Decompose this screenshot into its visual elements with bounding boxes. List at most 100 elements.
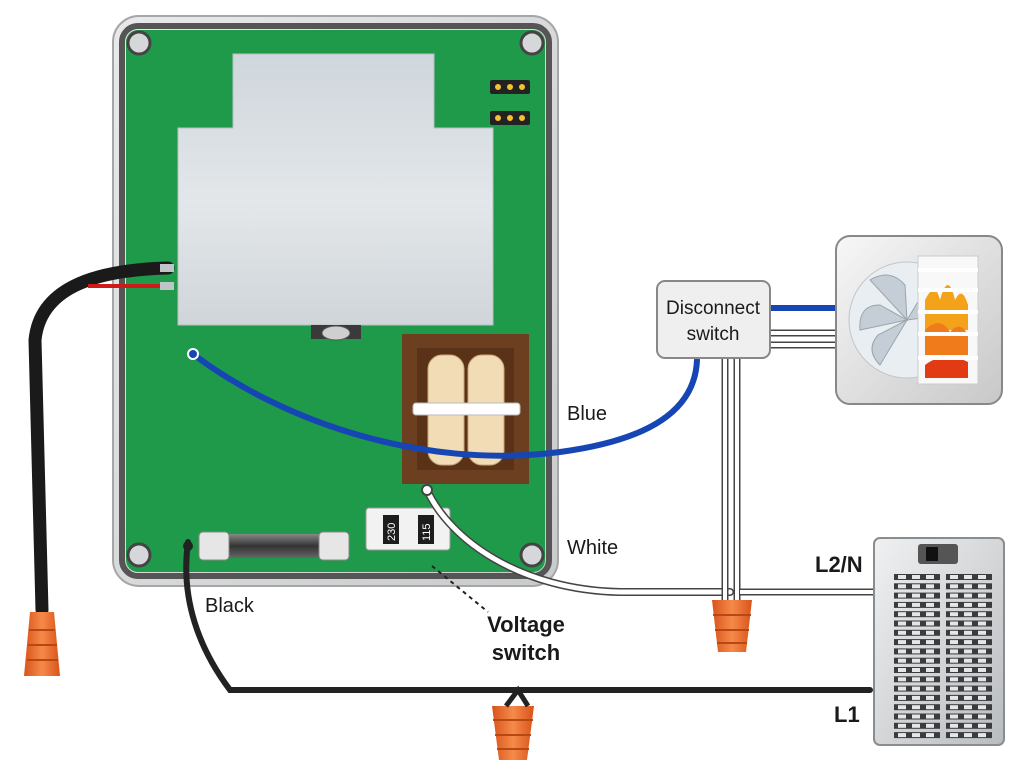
breaker-toggle	[912, 584, 920, 589]
trimmer-icon	[311, 325, 361, 341]
breaker-toggle	[964, 686, 972, 691]
breaker-toggle	[912, 714, 920, 719]
breaker-toggle	[978, 695, 986, 700]
breaker-panel-icon	[873, 537, 1005, 746]
breaker-toggle	[964, 723, 972, 728]
breaker-toggle	[950, 630, 958, 635]
breaker-toggle	[950, 714, 958, 719]
black-label: Black	[205, 595, 255, 617]
breaker-toggle	[964, 640, 972, 645]
breaker-toggle	[912, 733, 920, 738]
header-pins-icon	[490, 80, 530, 125]
breaker-toggle	[912, 602, 920, 607]
breaker-toggle	[912, 695, 920, 700]
breaker-toggle	[950, 649, 958, 654]
l1-label: L1	[834, 702, 860, 727]
breaker-toggle	[926, 733, 934, 738]
breaker-toggle	[964, 621, 972, 626]
breaker-toggle	[964, 575, 972, 579]
breaker-toggle	[898, 658, 906, 663]
breaker-toggle	[898, 723, 906, 728]
voltage-selector[interactable]: 230 115	[365, 507, 451, 551]
breaker-toggle	[964, 649, 972, 654]
breaker-toggle	[926, 584, 934, 589]
l2n-label: L2/N	[815, 552, 863, 577]
breaker-toggle	[926, 621, 934, 626]
breaker-toggle	[926, 649, 934, 654]
breaker-toggle	[978, 677, 986, 682]
breaker-toggle	[926, 593, 934, 598]
breaker-toggle	[926, 630, 934, 635]
breaker-toggle	[978, 649, 986, 654]
breaker-toggle	[978, 575, 986, 579]
breaker-toggle	[912, 705, 920, 710]
breaker-toggle	[898, 705, 906, 710]
breaker-toggle	[950, 677, 958, 682]
breaker-toggle	[950, 658, 958, 663]
breaker-toggle	[926, 705, 934, 710]
breaker-toggle	[912, 723, 920, 728]
breaker-rows	[894, 574, 992, 739]
breaker-toggle	[926, 668, 934, 672]
wire-nut-icon	[24, 612, 60, 676]
breaker-toggle	[964, 612, 972, 617]
breaker-toggle	[950, 695, 958, 700]
breaker-toggle	[950, 686, 958, 691]
breaker-toggle	[912, 649, 920, 654]
breaker-toggle	[964, 602, 972, 607]
breaker-toggle	[964, 658, 972, 663]
breaker-toggle	[926, 658, 934, 663]
thermostat-cable	[28, 261, 175, 617]
disconnect-label-line1: Disconnect	[666, 298, 761, 319]
breaker-toggle	[898, 630, 906, 635]
disconnect-switch[interactable]: Disconnect switch	[656, 280, 771, 359]
breaker-toggle	[950, 593, 958, 598]
breaker-toggle	[950, 621, 958, 626]
breaker-toggle	[912, 575, 920, 579]
breaker-toggle	[898, 686, 906, 691]
voltage-switch-label-line2: switch	[492, 640, 560, 665]
breaker-toggle	[926, 695, 934, 700]
voltage-115-label: 115	[421, 523, 433, 541]
breaker-toggle	[978, 686, 986, 691]
breaker-toggle	[926, 575, 934, 579]
corner-screw-icon	[126, 30, 545, 568]
voltage-switch-label-line1: Voltage	[487, 612, 565, 637]
breaker-toggle	[898, 593, 906, 598]
breaker-toggle	[898, 584, 906, 589]
breaker-toggle	[912, 593, 920, 598]
voltage-230-label: 230	[386, 523, 398, 541]
breaker-toggle	[964, 677, 972, 682]
breaker-toggle	[964, 593, 972, 598]
breaker-toggle	[912, 621, 920, 626]
breaker-toggle	[964, 714, 972, 719]
breaker-toggle	[898, 602, 906, 607]
breaker-toggle	[978, 733, 986, 738]
breaker-toggle	[912, 686, 920, 691]
breaker-toggle	[898, 677, 906, 682]
breaker-toggle	[950, 584, 958, 589]
breaker-toggle	[950, 602, 958, 607]
breaker-toggle	[898, 575, 906, 579]
breaker-toggle	[898, 621, 906, 626]
breaker-toggle	[898, 612, 906, 617]
breaker-toggle	[926, 723, 934, 728]
blue-label: Blue	[567, 403, 607, 425]
fan-heater-icon	[835, 235, 1003, 405]
breaker-toggle	[978, 630, 986, 635]
breaker-toggle	[964, 630, 972, 635]
breaker-toggle	[912, 612, 920, 617]
disconnect-label-line2: switch	[687, 324, 740, 345]
breaker-toggle	[978, 714, 986, 719]
breaker-toggle	[898, 668, 906, 672]
breaker-toggle	[964, 695, 972, 700]
control-module-cover	[177, 53, 494, 326]
blue-wire	[190, 351, 700, 459]
black-wire	[183, 539, 873, 693]
breaker-toggle	[964, 733, 972, 738]
breaker-toggle	[964, 668, 972, 672]
breaker-toggle	[978, 705, 986, 710]
breaker-toggle	[912, 668, 920, 672]
breaker-toggle	[978, 621, 986, 626]
breaker-toggle	[926, 612, 934, 617]
